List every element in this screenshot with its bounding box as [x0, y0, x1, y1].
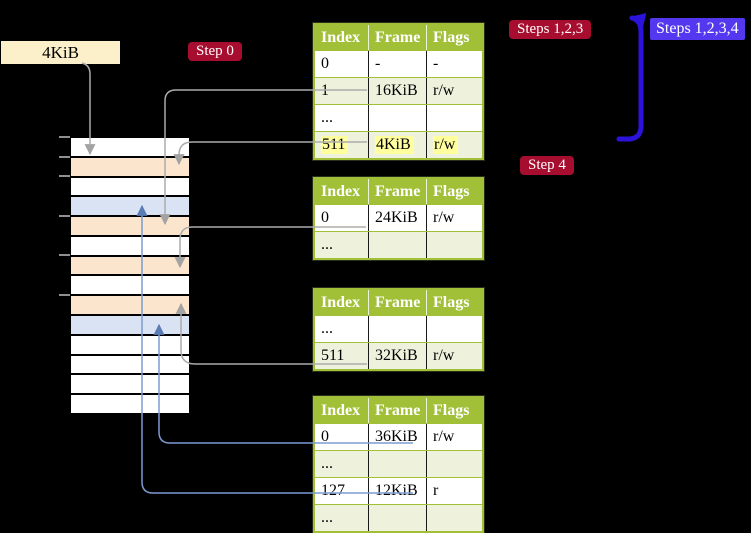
- page-table-3-cell: [427, 316, 482, 342]
- memory-frame-row-9-blue: [70, 315, 190, 335]
- page-table-1-cell: ...: [315, 105, 369, 131]
- page-table-1-cell: -: [369, 51, 427, 77]
- column-header-flags: Flags: [433, 294, 470, 311]
- page-table-3-cell: [369, 316, 427, 342]
- page-table-1-cell: 1: [315, 78, 369, 104]
- page-table-4-cell: [427, 451, 482, 477]
- page-table-3-cell: ...: [315, 316, 369, 342]
- page-table-4-cell: ...: [315, 505, 369, 531]
- memory-tick-marks: [59, 136, 70, 296]
- memory-frame-row-6-peach: [70, 255, 190, 276]
- steps1234-badge: Steps 1,2,3,4: [650, 18, 745, 40]
- page-table-4-row-...: ...: [315, 450, 482, 477]
- page-table-2-row-...: ...: [315, 231, 482, 258]
- page-table-2-cell: [427, 232, 482, 258]
- page-table-3-cell: 32KiB: [369, 343, 427, 369]
- page-table-1-cell: 0: [315, 51, 369, 77]
- memory-frame-row-10-white: [70, 334, 190, 355]
- page-table-4-cell: 127: [315, 478, 369, 504]
- step0-badge: Step 0: [188, 42, 242, 61]
- column-header-frame: Frame: [369, 290, 427, 315]
- column-header-frame: Frame: [369, 179, 427, 204]
- column-header-frame: Frame: [369, 398, 427, 423]
- memory-frame-row-0-white: [70, 137, 190, 157]
- steps123-badge: Steps 1,2,3: [509, 20, 592, 39]
- page-table-2-cell: r/w: [433, 209, 455, 226]
- memory-frame-row-5-white: [70, 235, 190, 256]
- page-table-4-cell: 12KiB: [369, 478, 427, 504]
- memory-frame-row-13-white: [70, 394, 190, 414]
- column-header-index: Index: [315, 290, 369, 315]
- page-table-1-cell: 4KiB: [369, 132, 427, 158]
- page-table-4-cell: 36KiB: [369, 424, 427, 450]
- column-header-flags: Flags: [433, 183, 470, 200]
- column-header-index: Index: [315, 25, 369, 50]
- page-table-1-cell: r/w: [433, 82, 455, 99]
- page-table-3-row-...: ...: [315, 315, 482, 342]
- column-header-flags: Flags: [433, 29, 470, 46]
- page-table-3-cell: 511: [315, 343, 369, 369]
- memory-frame-row-11-white: [70, 354, 190, 375]
- page-table-4-cell: ...: [315, 451, 369, 477]
- page-table-1-row-0: 0--: [315, 50, 482, 77]
- column-header-flags: Flags: [433, 402, 470, 419]
- page-table-4-row-...: ...: [315, 504, 482, 531]
- page-table-1-cell: -: [433, 55, 439, 72]
- highlighted-value: 511: [321, 136, 349, 154]
- page-table-2-cell: 0: [315, 205, 369, 231]
- page-table-1-cell: 16KiB: [369, 78, 427, 104]
- column-header-index: Index: [315, 179, 369, 204]
- page-table-3-cell: r/w: [433, 347, 455, 364]
- memory-frame-row-1-peach: [70, 156, 190, 177]
- memory-frame-row-12-white: [70, 374, 190, 395]
- page-table-1-cell: 511: [315, 132, 369, 158]
- column-header-index: Index: [315, 398, 369, 423]
- page-table-4-cell: r: [433, 482, 439, 499]
- column-header-frame: Frame: [369, 25, 427, 50]
- page-table-2-cell: [369, 232, 427, 258]
- steps-flow-arrow: [616, 12, 647, 142]
- memory-frame-row-3-blue: [70, 196, 190, 217]
- page-table-2-cell: 24KiB: [369, 205, 427, 231]
- memory-frame-row-8-peach: [70, 295, 190, 316]
- memory-frame-row-7-white: [70, 275, 190, 296]
- page-table-4-cell: [427, 505, 482, 531]
- step4-badge: Step 4: [520, 156, 574, 175]
- highlighted-value: 4KiB: [375, 136, 414, 154]
- page-table-4-cell: r/w: [433, 428, 455, 445]
- page-table-1-cell: r/w: [427, 132, 482, 158]
- memory-frame-row-2-white: [70, 176, 190, 197]
- page-table-1-row-...: ...: [315, 104, 482, 131]
- memory-frame-row-4-peach: [70, 216, 190, 236]
- page-table-1-row-511: 511 4KiB r/w: [315, 131, 482, 158]
- memory-column: [70, 137, 190, 414]
- page-table-4-cell: [369, 505, 427, 531]
- page-table-2-cell: ...: [315, 232, 369, 258]
- highlighted-value: r/w: [433, 136, 459, 154]
- page-table-1-cell: [427, 105, 482, 131]
- page-table-4-cell: [369, 451, 427, 477]
- page-size-label: 4KiB: [1, 41, 120, 64]
- page-table-4-cell: 0: [315, 424, 369, 450]
- page-table-1-cell: [369, 105, 427, 131]
